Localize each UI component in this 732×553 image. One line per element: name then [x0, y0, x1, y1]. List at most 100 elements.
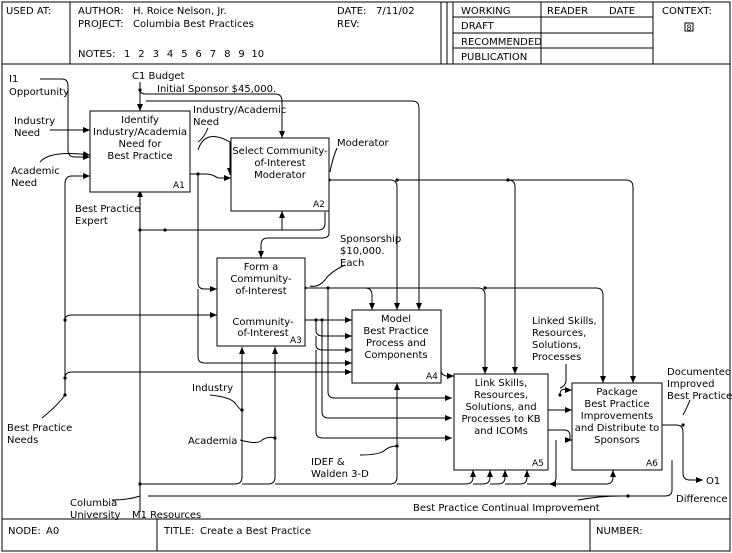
a4-line-4: Components: [364, 350, 427, 361]
activity-a3[interactable]: Form a Community- of-Interest Community-…: [216, 257, 306, 347]
a3-sub-line-1: Community-: [232, 317, 294, 328]
number-label: NUMBER:: [596, 526, 643, 537]
label-academia: Academia: [188, 436, 237, 447]
notes-number-10: 10: [251, 49, 264, 60]
a5-id: A5: [532, 459, 544, 469]
label-i1: I1: [9, 74, 18, 85]
a6-line-1: Package: [596, 387, 637, 398]
notes-number-5: 5: [181, 49, 187, 60]
label-academic-need-1: Academic: [11, 166, 60, 177]
status-draft: DRAFT: [461, 21, 495, 32]
label-documented-1: Documented: [667, 367, 731, 378]
label-idef-1: IDEF &: [311, 457, 345, 468]
activity-a5[interactable]: Link Skills, Resources, Solutions, and P…: [453, 373, 549, 471]
label-sponsorship-1: Sponsorship: [340, 234, 401, 245]
a5-line-2: Resources,: [474, 390, 528, 401]
label-columbia-1: Columbia: [70, 498, 117, 509]
a6-line-3: Improvements: [581, 411, 653, 422]
node-value: A0: [46, 526, 59, 537]
used-at-label: USED AT:: [6, 6, 51, 17]
label-documented-3: Best Practice: [667, 391, 732, 402]
a1-line-2: Industry/Academia: [93, 127, 187, 138]
arrow-network: [39, 78, 703, 512]
a3-line-1: Form a: [244, 262, 279, 273]
a6-line-5: Sponsors: [594, 435, 640, 446]
notes-number-1: 1: [124, 49, 130, 60]
a3-line-2: Community-: [230, 274, 292, 285]
activity-a2[interactable]: Select Community- of-Interest Moderator …: [230, 137, 330, 212]
status-working: WORKING: [461, 6, 510, 17]
a4-line-2: Best Practice: [363, 326, 428, 337]
a3-sub-line-2: of-Interest: [237, 328, 288, 339]
context-marker: 8: [687, 24, 692, 33]
label-ia-need-1: Industry/Academic: [193, 105, 286, 116]
label-bp-needs-2: Needs: [7, 435, 38, 446]
notes-number-3: 3: [153, 49, 159, 60]
label-bp-expert-1: Best Practice: [75, 204, 140, 215]
label-initial-sponsor: Initial Sponsor $45,000.: [157, 84, 276, 95]
notes-number-6: 6: [196, 49, 202, 60]
a2-line-1: Select Community-: [232, 146, 328, 157]
project-value: Columbia Best Practices: [133, 19, 254, 30]
activity-a4[interactable]: Model Best Practice Process and Componen…: [351, 309, 442, 384]
label-idef-2: Walden 3-D: [311, 469, 369, 480]
author-label: AUTHOR:: [78, 6, 124, 17]
footer-block: NODE: A0 TITLE: Create a Best Practice N…: [1, 518, 731, 552]
title-label: TITLE:: [163, 526, 194, 537]
date-label: DATE:: [337, 6, 366, 17]
label-moderator: Moderator: [337, 138, 390, 149]
a4-line-1: Model: [381, 314, 411, 325]
activity-a1[interactable]: Identify Industry/Academia Need for Best…: [89, 110, 191, 193]
label-sponsorship-2: $10,000.: [340, 246, 385, 257]
a5-line-4: Processes to KB: [461, 414, 540, 425]
reader-label: READER: [547, 6, 588, 17]
a1-line-4: Best Practice: [107, 151, 172, 162]
a3-line-3: of-Interest: [235, 286, 286, 297]
a1-line-1: Identify: [121, 115, 159, 126]
a2-line-3: Moderator: [254, 170, 307, 181]
label-continual: Best Practice Continual Improvement: [413, 503, 600, 514]
title-value: Create a Best Practice: [200, 526, 311, 537]
label-bp-needs-1: Best Practice: [7, 423, 72, 434]
label-academic-need-2: Need: [11, 178, 37, 189]
label-industry-need-2: Need: [14, 128, 40, 139]
a3-id: A3: [290, 336, 302, 346]
reader-date-label: DATE: [609, 6, 635, 17]
label-industry: Industry: [192, 383, 233, 394]
a5-line-1: Link Skills,: [475, 378, 528, 389]
label-opportunity: Opportunity: [9, 87, 69, 98]
a5-line-5: and ICOMs: [474, 426, 528, 437]
a1-line-3: Need for: [118, 139, 162, 150]
label-industry-need-1: Industry: [14, 116, 55, 127]
arrow-labels: I1 Opportunity C1 Budget Initial Sponsor…: [7, 71, 732, 521]
label-bp-expert-2: Expert: [75, 216, 108, 227]
a1-id: A1: [173, 181, 185, 191]
context-label: CONTEXT:: [662, 6, 712, 17]
notes-number-8: 8: [224, 49, 230, 60]
label-ia-need-2: Need: [193, 117, 219, 128]
a5-line-3: Solutions, and: [465, 402, 536, 413]
label-sponsorship-3: Each: [340, 258, 364, 269]
label-c1-budget: C1 Budget: [132, 71, 185, 82]
label-linked-4: Processes: [532, 352, 581, 363]
a6-line-2: Best Practice: [584, 399, 649, 410]
activity-a6[interactable]: Package Best Practice Improvements and D…: [571, 382, 663, 471]
label-columbia-2: University: [70, 510, 121, 521]
context-marker-box: [684, 22, 694, 32]
label-o1: O1: [706, 476, 720, 487]
notes-number-9: 9: [238, 49, 244, 60]
label-linked-2: Resources,: [532, 328, 586, 339]
project-label: PROJECT:: [78, 19, 123, 30]
status-publication: PUBLICATION: [461, 52, 527, 63]
author-value: H. Roice Nelson, Jr.: [133, 6, 227, 17]
label-linked-3: Solutions,: [532, 340, 581, 351]
a2-id: A2: [313, 200, 325, 210]
notes-number-4: 4: [167, 49, 173, 60]
a6-id: A6: [646, 459, 658, 469]
label-difference: Difference: [676, 494, 728, 505]
a4-line-3: Process and: [366, 338, 426, 349]
notes-label: NOTES:: [78, 49, 116, 60]
status-recommended: RECOMMENDED: [461, 37, 542, 48]
